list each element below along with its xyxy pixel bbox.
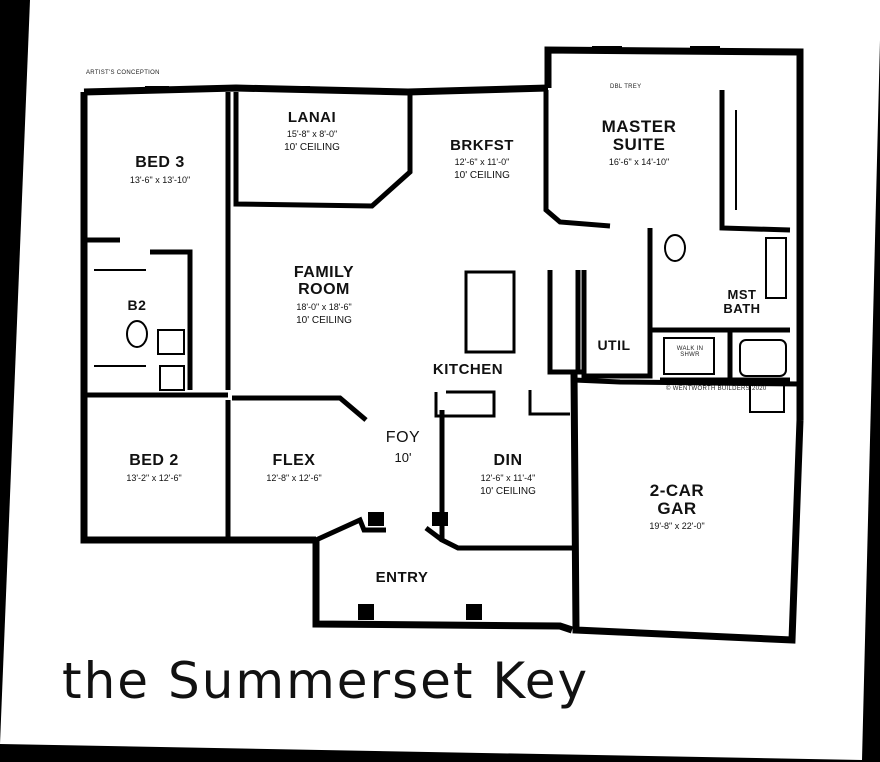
outer-walls xyxy=(80,46,804,644)
room-kitchen: KITCHEN xyxy=(412,362,524,378)
room-brkfst-dims: 12'-6" x 11'-0" xyxy=(454,156,510,167)
room-master-name2: SUITE xyxy=(612,134,666,154)
room-bed2-name: BED 2 xyxy=(129,452,179,469)
room-brkfst: BRKFST 12'-6" x 11'-0" 10' CEILING xyxy=(432,138,532,182)
fixtures xyxy=(94,110,787,413)
room-din-ceiling: 10' CEILING xyxy=(480,486,536,498)
room-brkfst-ceiling: 10' CEILING xyxy=(454,170,510,182)
room-garage-dims: 19'-8" x 22'-0" xyxy=(649,520,705,531)
room-family: FAMILY ROOM 18'-0" x 18'-6" 10' CEILING xyxy=(272,264,376,327)
tub-master xyxy=(739,339,787,377)
window-marks xyxy=(120,46,720,620)
room-family-dims: 18'-0" x 18'-6" xyxy=(296,301,352,312)
room-kitchen-name: KITCHEN xyxy=(432,361,504,378)
shower-master xyxy=(663,337,715,375)
tub-b2 xyxy=(159,365,185,391)
interior-walls xyxy=(84,90,801,551)
room-util-name: UTIL xyxy=(597,337,631,353)
room-brkfst-name: BRKFST xyxy=(450,137,514,154)
room-bed2-dims: 13'-2" x 12'-6" xyxy=(126,472,182,483)
room-bed3-dims: 13'-6" x 13'-10" xyxy=(129,174,191,185)
room-lanai-name: LANAI xyxy=(287,109,337,126)
room-master-dims: 16'-6" x 14'-10" xyxy=(608,156,670,167)
room-family-name1: FAMILY xyxy=(293,264,355,281)
room-bed2: BED 2 13'-2" x 12'-6" xyxy=(104,452,204,483)
room-foyer-ceiling: 10' xyxy=(394,449,412,465)
walk-in-shower-label: WALK IN SHWR xyxy=(676,346,704,358)
room-din-name: DIN xyxy=(493,452,523,469)
room-din-dims: 12'-6" x 11'-4" xyxy=(480,472,536,483)
toilet-b2 xyxy=(126,320,148,348)
room-flex: FLEX 12'-8" x 12'-6" xyxy=(246,452,342,483)
room-master-bath: MST BATH xyxy=(712,288,772,315)
room-mbath-name1: MST xyxy=(727,287,757,302)
room-flex-dims: 12'-8" x 12'-6" xyxy=(266,472,322,483)
room-garage-name2: GAR xyxy=(657,498,697,518)
linen xyxy=(749,383,785,413)
room-bed3: BED 3 13'-6" x 13'-10" xyxy=(110,154,210,185)
room-foyer-name: FOY xyxy=(385,429,421,446)
tray-note: DBL TREY xyxy=(610,84,642,90)
room-foyer: FOY 10' xyxy=(374,429,432,465)
room-util: UTIL xyxy=(586,338,642,353)
room-lanai-ceiling: 10' CEILING xyxy=(284,142,340,154)
room-garage-name1: 2-CAR xyxy=(649,481,705,500)
room-garage: 2-CAR GAR 19'-8" x 22'-0" xyxy=(622,482,732,531)
room-b2-name: B2 xyxy=(127,297,147,313)
sink-b2 xyxy=(157,329,185,355)
room-bed3-name: BED 3 xyxy=(135,154,185,171)
room-master-suite: MASTER SUITE 16'-6" x 14'-10" xyxy=(584,118,694,167)
room-entry: ENTRY xyxy=(354,570,450,586)
room-flex-name: FLEX xyxy=(272,452,316,469)
room-b2: B2 xyxy=(122,298,152,313)
room-master-name1: MASTER xyxy=(601,117,677,136)
copyright-note: © WENTWORTH BUILDERS 2020 xyxy=(666,386,767,392)
vanity-master xyxy=(765,237,787,299)
room-entry-name: ENTRY xyxy=(375,569,429,586)
plan-caption: the Summerset Key xyxy=(62,652,590,710)
room-family-ceiling: 10' CEILING xyxy=(296,315,352,327)
room-family-name2: ROOM xyxy=(298,280,350,298)
room-mbath-name2: BATH xyxy=(723,300,761,316)
room-lanai: LANAI 15'-8" x 8'-0" 10' CEILING xyxy=(262,110,362,154)
artist-note: ARTIST'S CONCEPTION xyxy=(86,70,160,76)
room-lanai-dims: 15'-8" x 8'-0" xyxy=(286,128,338,139)
room-dining: DIN 12'-6" x 11'-4" 10' CEILING xyxy=(458,452,558,498)
toilet-master xyxy=(664,234,686,262)
